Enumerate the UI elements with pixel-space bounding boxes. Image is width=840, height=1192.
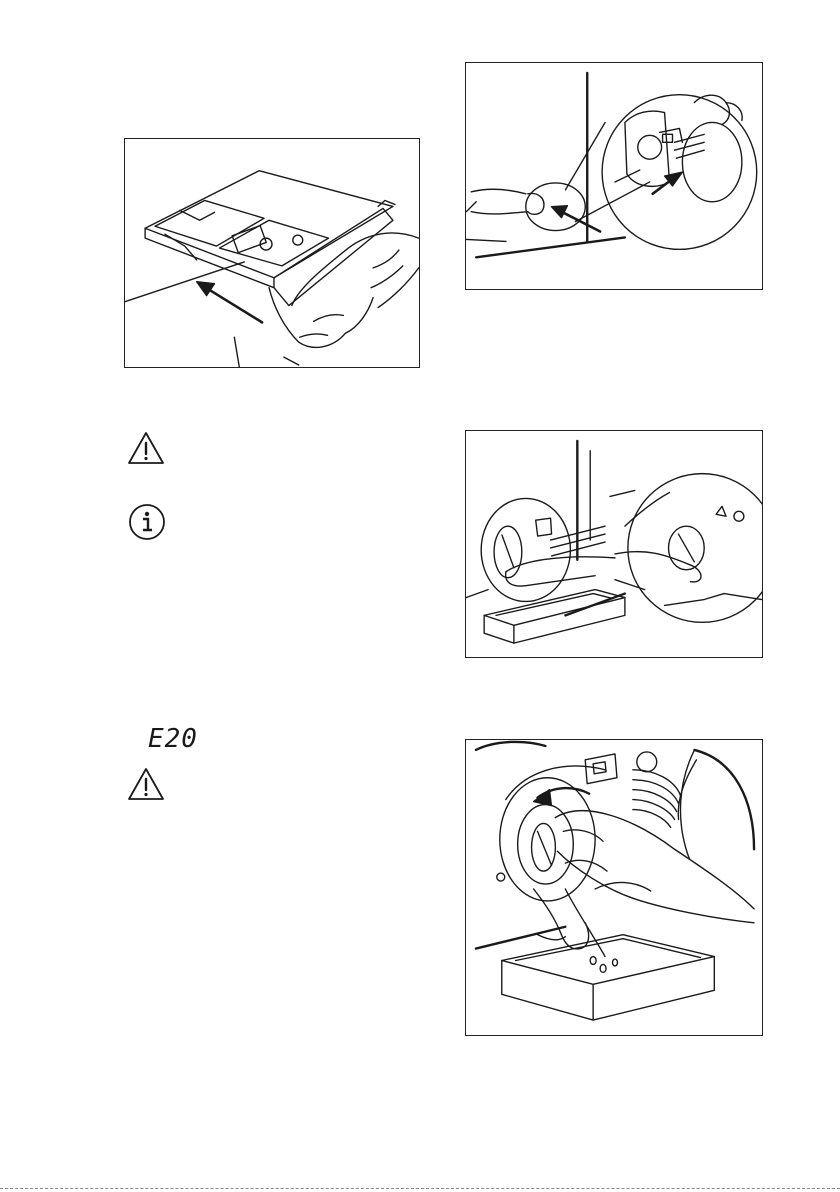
warning-icon <box>126 430 166 466</box>
illustration-open-pump-cover <box>465 62 763 290</box>
illustration-drain-water <box>465 739 763 1036</box>
page-bottom-rule <box>0 1188 840 1189</box>
error-code-display: E20 <box>148 724 198 754</box>
warning-icon <box>126 766 166 802</box>
info-icon <box>127 502 167 542</box>
illustration-remove-dispenser <box>124 138 420 368</box>
illustration-container-under-pump <box>465 430 763 658</box>
